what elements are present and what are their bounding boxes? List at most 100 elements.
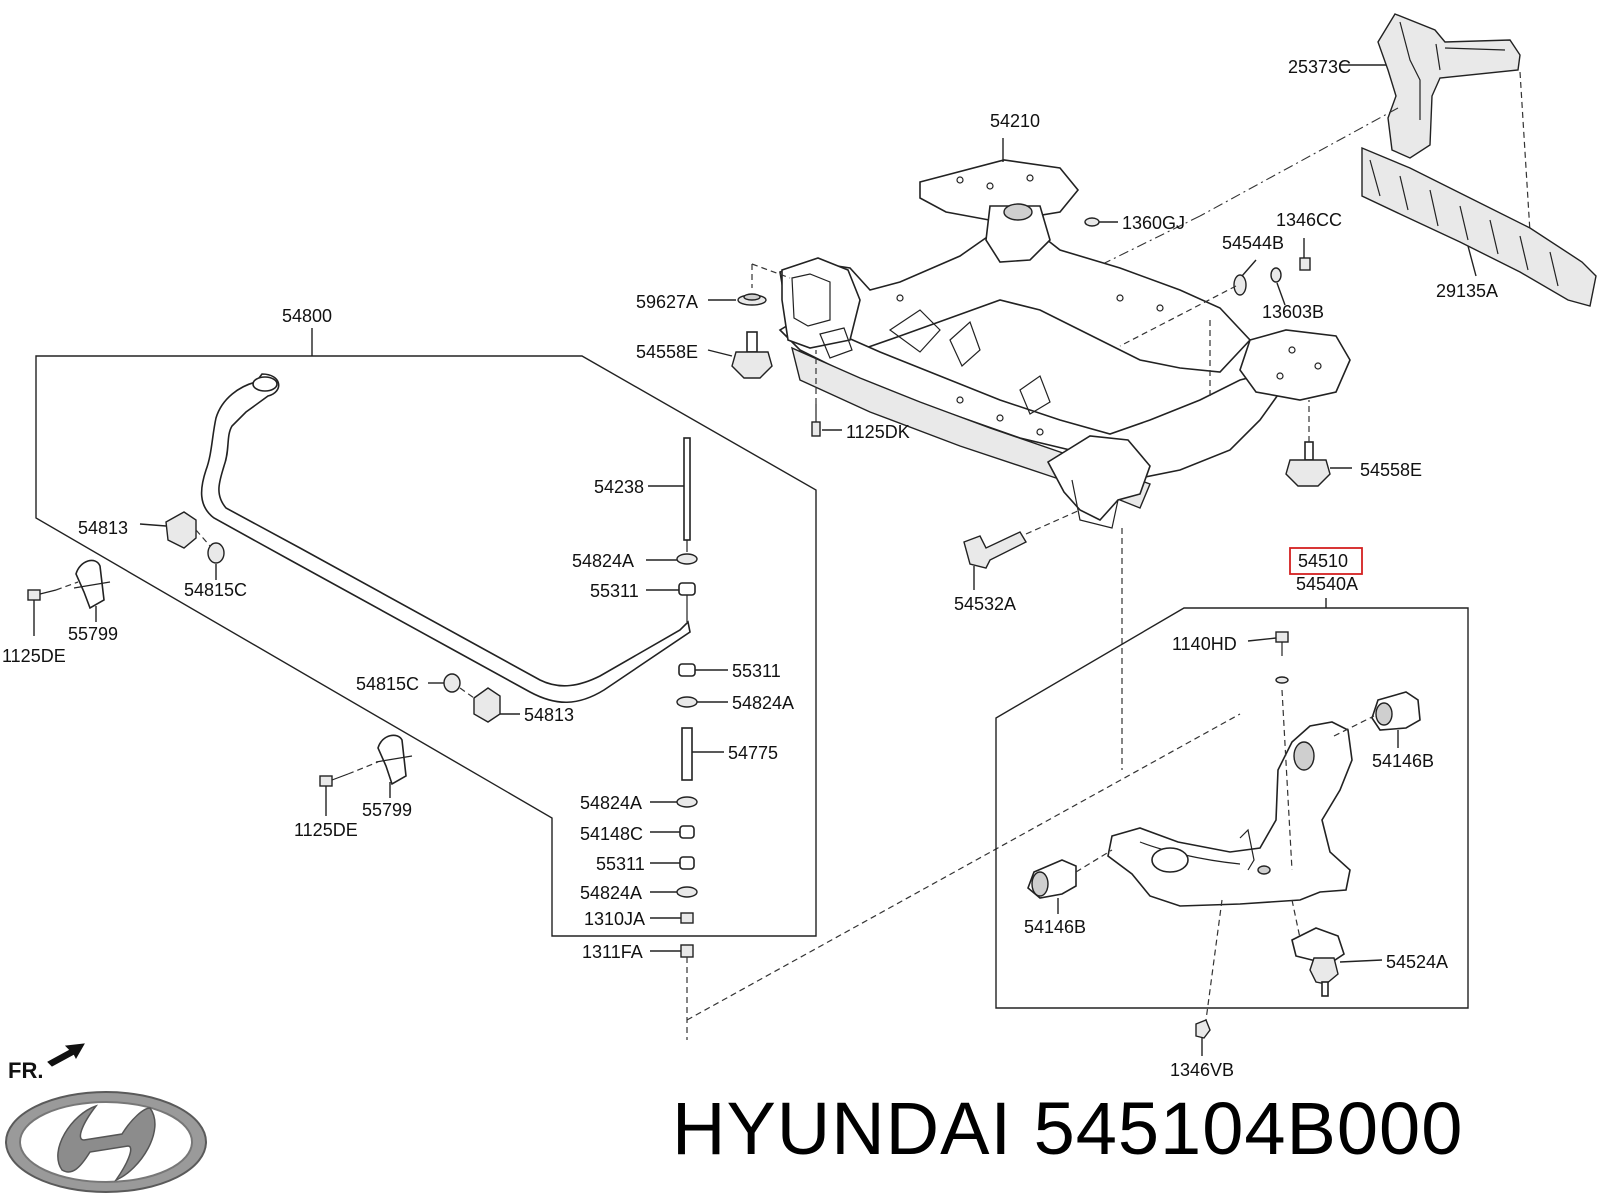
washer-59627A bbox=[737, 293, 767, 306]
part-label-54813-right: 54813 bbox=[524, 705, 574, 725]
part-label-1310JA: 1310JA bbox=[584, 909, 645, 929]
bracket-55799-upper bbox=[73, 559, 111, 610]
dash-54813-right bbox=[459, 687, 475, 699]
leader-1140HD bbox=[1247, 637, 1277, 642]
dash-54524A bbox=[1291, 899, 1301, 939]
part-label-54813-left: 54813 bbox=[78, 518, 128, 538]
bushing-54146B-right bbox=[1371, 691, 1421, 731]
bolt-1125DE-upper bbox=[27, 589, 57, 601]
part-label-54815C-left: 54815C bbox=[184, 580, 247, 600]
dash-1125DE-lower bbox=[347, 761, 379, 775]
nut-1310JA bbox=[680, 912, 694, 924]
collar-54815C-left bbox=[207, 542, 225, 564]
ball-joint-54524A bbox=[1291, 927, 1345, 997]
part-label-54524A: 54524A bbox=[1386, 952, 1448, 972]
heat-shield-part bbox=[1377, 13, 1521, 159]
part-label-54815C-right: 54815C bbox=[356, 674, 419, 694]
dash-1125DE-upper bbox=[55, 581, 79, 591]
dash-54815C-left bbox=[195, 529, 211, 547]
control-arm-group-outline bbox=[995, 607, 1469, 1009]
dash-link-arm bbox=[686, 713, 1241, 1021]
dash-54146B-left bbox=[1075, 849, 1113, 873]
bolt-1125DE-lower bbox=[319, 773, 349, 787]
bolt-1125DK bbox=[811, 404, 821, 437]
collar-54815C-right bbox=[443, 673, 461, 693]
part-label-29135A: 29135A bbox=[1436, 281, 1498, 301]
bolt-1346CC bbox=[1299, 257, 1311, 271]
nut-1311FA bbox=[680, 944, 694, 958]
part-label-54800: 54800 bbox=[282, 306, 332, 326]
part-label-54824A-4: 54824A bbox=[580, 883, 642, 903]
link-rod-54238 bbox=[683, 437, 691, 541]
dash-54146B-right bbox=[1333, 715, 1375, 737]
part-label-1125DE-lower: 1125DE bbox=[294, 820, 358, 840]
mount-54558E-right bbox=[1285, 441, 1331, 487]
part-label-54544B: 54544B bbox=[1222, 233, 1284, 253]
crossmember-part bbox=[778, 159, 1351, 529]
part-label-54210: 54210 bbox=[990, 111, 1040, 131]
bushing-54813-left bbox=[165, 511, 197, 549]
bushing-55311-3 bbox=[679, 856, 695, 870]
dash-1346VB bbox=[1205, 899, 1223, 1021]
part-label-55799-upper: 55799 bbox=[68, 624, 118, 644]
bushing-55311-2 bbox=[678, 663, 696, 677]
bolt-54532A bbox=[963, 531, 1027, 569]
part-label-54532A: 54532A bbox=[954, 594, 1016, 614]
part-label-54540A: 54540A bbox=[1296, 574, 1358, 594]
front-arrow-icon bbox=[47, 1043, 85, 1067]
bushing-54813-right bbox=[473, 687, 501, 723]
part-label-55799-lower: 55799 bbox=[362, 800, 412, 820]
bolt-1140HD bbox=[1275, 631, 1289, 684]
part-label-1346CC: 1346CC bbox=[1276, 210, 1342, 230]
part-label-54146B-right: 54146B bbox=[1372, 751, 1434, 771]
skid-plate-part bbox=[1361, 146, 1597, 307]
part-label-1311FA: 1311FA bbox=[582, 942, 643, 962]
brand-part-number: HYUNDAI 545104B000 bbox=[672, 1087, 1464, 1170]
part-label-54148C: 54148C bbox=[580, 824, 643, 844]
part-label-55311-3: 55311 bbox=[596, 854, 645, 874]
control-arm-part bbox=[1107, 721, 1353, 907]
leader-54558E-left bbox=[707, 349, 733, 357]
stabilizer-group-outline bbox=[35, 355, 817, 937]
leader-54813-left bbox=[139, 523, 167, 527]
nut-13603B bbox=[1270, 267, 1282, 283]
dash-59627A-2 bbox=[751, 263, 791, 279]
part-label-55311-1: 55311 bbox=[590, 581, 639, 601]
washer-54824A-2 bbox=[676, 696, 698, 708]
leader-29135A bbox=[1467, 245, 1477, 277]
leader-54524A bbox=[1339, 959, 1383, 963]
part-label-54238: 54238 bbox=[594, 477, 644, 497]
dash-shield-frame-2 bbox=[1049, 215, 1201, 291]
front-direction-label: FR. bbox=[8, 1058, 44, 1083]
highlight-box-54510 bbox=[1289, 547, 1363, 575]
part-label-54510: 54510 bbox=[1298, 551, 1348, 571]
dash-54532A bbox=[1025, 509, 1081, 535]
part-label-55311-2: 55311 bbox=[732, 661, 781, 681]
nut-1360GJ bbox=[1084, 217, 1100, 227]
dash-washer bbox=[1119, 285, 1237, 347]
dash-shield-frame bbox=[1199, 107, 1399, 217]
washer-54824A-4 bbox=[676, 886, 698, 898]
bushing-54146B-left bbox=[1027, 859, 1077, 899]
part-label-54775: 54775 bbox=[728, 743, 778, 763]
dash-shield bbox=[1519, 71, 1531, 233]
part-label-54824A-2: 54824A bbox=[732, 693, 794, 713]
part-label-54558E-left: 54558E bbox=[636, 342, 698, 362]
part-label-54824A-3: 54824A bbox=[580, 793, 642, 813]
part-label-13603B: 13603B bbox=[1262, 302, 1324, 322]
part-label-54146B-left: 54146B bbox=[1024, 917, 1086, 937]
part-label-1346VB: 1346VB bbox=[1170, 1060, 1234, 1080]
part-label-1125DE-upper: 1125DE bbox=[2, 646, 66, 666]
washer-54824A-1 bbox=[676, 553, 698, 565]
hyundai-logo-icon bbox=[5, 1091, 207, 1193]
part-label-54558E-right: 54558E bbox=[1360, 460, 1422, 480]
part-label-59627A: 59627A bbox=[636, 292, 698, 312]
part-label-25373C: 25373C bbox=[1288, 57, 1351, 77]
bushing-55311-1 bbox=[678, 582, 696, 596]
spacer-54775 bbox=[681, 727, 693, 781]
part-label-1140HD: 1140HD bbox=[1172, 634, 1237, 654]
nut-1346VB bbox=[1195, 1019, 1211, 1039]
part-label-54824A-1: 54824A bbox=[572, 551, 634, 571]
leader-13603B bbox=[1276, 282, 1286, 306]
